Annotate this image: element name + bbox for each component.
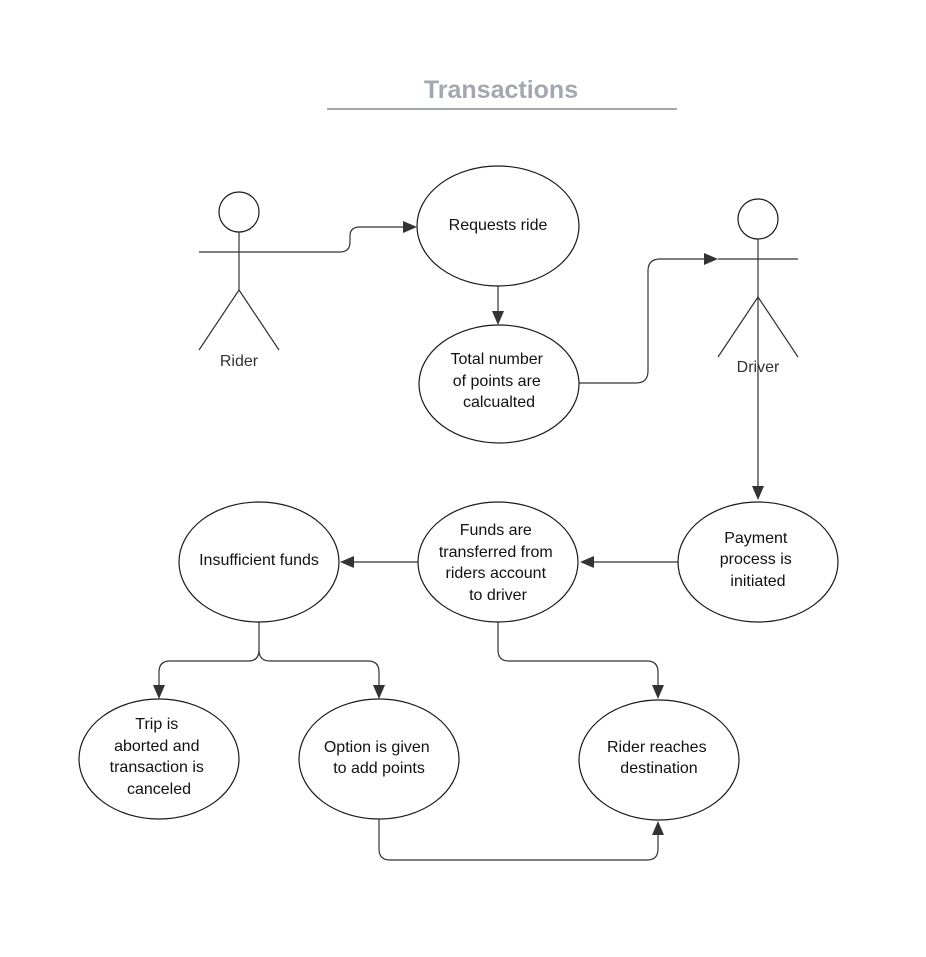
- rider-reaches-label: Rider reaches destination: [607, 739, 711, 777]
- arrowhead-destination: [652, 685, 664, 699]
- connector-rider-to-request: [279, 226, 405, 253]
- arrowhead-driver: [704, 253, 718, 265]
- connector-points-to-driver: [578, 258, 704, 384]
- connector-funds-to-destination: [497, 622, 659, 685]
- driver-head: [737, 198, 779, 240]
- arrowhead-request: [403, 221, 417, 233]
- trip-aborted-label: Trip is aborted and transaction is cance…: [110, 716, 209, 798]
- usecase-rider-reaches-destination[interactable]: Rider reaches destination: [578, 699, 740, 821]
- diagram-title: Transactions: [424, 76, 578, 104]
- requests-ride-label: Requests ride: [449, 217, 548, 234]
- actor-rider[interactable]: Rider: [198, 191, 280, 370]
- usecase-trip-aborted[interactable]: Trip is aborted and transaction is cance…: [78, 698, 240, 820]
- rider-label: Rider: [220, 353, 259, 370]
- rider-right-leg: [238, 289, 280, 351]
- insufficient-funds-label: Insufficient funds: [199, 552, 319, 569]
- usecase-payment-initiated[interactable]: Payment process is initiated: [677, 501, 839, 623]
- arrowhead-option: [373, 685, 385, 699]
- usecase-option-add-points[interactable]: Option is given to add points: [298, 698, 460, 820]
- connector-insufficient-to-option: [258, 649, 380, 685]
- funds-transferred-label: Funds are transferred from riders accoun…: [439, 522, 557, 604]
- rider-left-leg: [198, 289, 240, 351]
- usecase-points-calculated[interactable]: Total number of points are calcualted: [418, 324, 580, 444]
- rider-head: [218, 191, 260, 233]
- payment-initiated-label: Payment process is initiated: [720, 530, 796, 590]
- arrowhead-destination-bottom: [652, 821, 664, 835]
- usecase-funds-transferred[interactable]: Funds are transferred from riders accoun…: [417, 501, 579, 623]
- connector-option-to-destination: [378, 819, 659, 861]
- arrowhead-funds: [580, 556, 594, 568]
- arrowhead-payment: [752, 486, 764, 500]
- driver-right-leg: [757, 296, 799, 358]
- points-calculated-label: Total number of points are calcualted: [451, 351, 548, 411]
- connector-insufficient-to-trip-aborted: [158, 622, 260, 685]
- usecase-insufficient-funds[interactable]: Insufficient funds: [178, 501, 340, 623]
- arrowhead-insufficient: [340, 556, 354, 568]
- arrowhead-points: [492, 311, 504, 325]
- usecase-requests-ride[interactable]: Requests ride: [416, 165, 580, 287]
- arrowhead-trip-aborted: [153, 685, 165, 699]
- option-add-points-label: Option is given to add points: [324, 739, 434, 777]
- driver-left-leg: [717, 296, 759, 358]
